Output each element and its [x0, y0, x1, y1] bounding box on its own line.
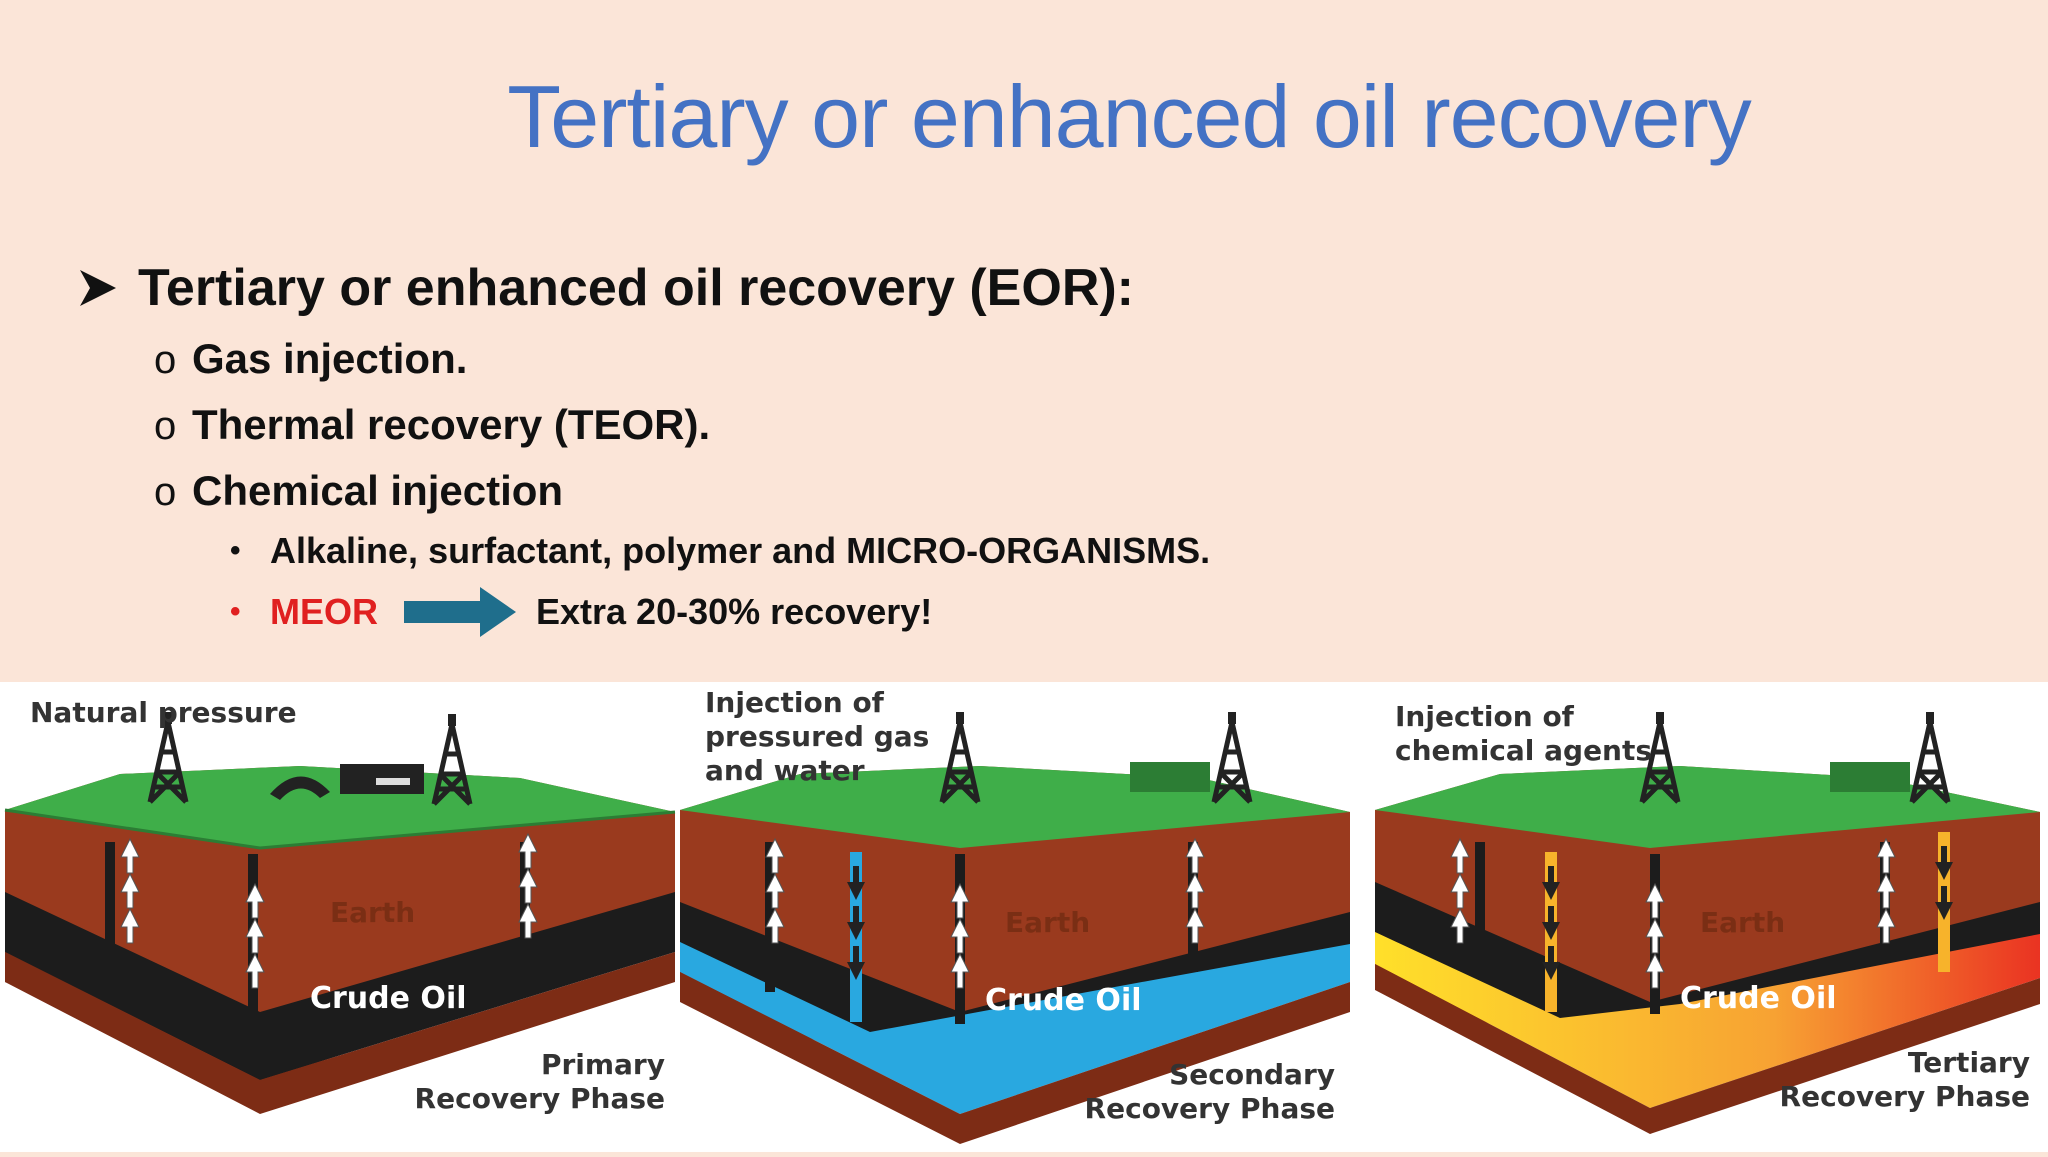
tertiary-oil-label: Crude Oil: [1680, 981, 1837, 1016]
subitem-agents: • Alkaline, surfactant, polymer and MICR…: [230, 530, 1210, 572]
right-arrow-icon: [404, 587, 516, 637]
subitem-meor: • MEOR Extra 20-30% recovery!: [230, 587, 932, 637]
main-bullet-text: Tertiary or enhanced oil recovery (EOR):: [138, 259, 1134, 317]
item-gas-injection: o Gas injection.: [154, 335, 467, 383]
item-chemical-injection: o Chemical injection: [154, 467, 563, 515]
primary-phase-label-1: Primary: [541, 1048, 665, 1081]
tertiary-top-label-1: Injection of: [1395, 700, 1575, 733]
circle-bullet-icon: o: [154, 404, 177, 448]
primary-phase-diagram: Natural pressure Earth Crude Oil Primary…: [4, 696, 676, 1115]
tertiary-phase-diagram: Injection of chemical agents Earth Crude…: [1375, 700, 2040, 1134]
primary-phase-label-2: Recovery Phase: [415, 1082, 665, 1115]
slide-title: Tertiary or enhanced oil recovery: [507, 67, 1752, 166]
secondary-phase-label-2: Recovery Phase: [1085, 1092, 1335, 1125]
tertiary-top-label-2: chemical agents: [1395, 734, 1652, 767]
secondary-top-label-3: and water: [705, 754, 865, 787]
primary-oil-label: Crude Oil: [310, 981, 467, 1016]
item-text: Gas injection.: [192, 335, 468, 382]
secondary-top-label-2: pressured gas: [705, 720, 929, 753]
item-text: Thermal recovery (TEOR).: [192, 401, 711, 448]
secondary-oil-label: Crude Oil: [985, 983, 1142, 1018]
main-bullet: Tertiary or enhanced oil recovery (EOR):: [78, 258, 1134, 318]
secondary-top-label-1: Injection of: [705, 686, 885, 719]
meor-result: Extra 20-30% recovery!: [536, 591, 933, 632]
recovery-phases-illustration: Natural pressure Earth Crude Oil Primary…: [0, 682, 2048, 1152]
circle-bullet-icon: o: [154, 470, 177, 514]
subitem-text: Alkaline, surfactant, polymer and MICRO-…: [270, 530, 1211, 571]
dot-bullet-icon: •: [230, 595, 241, 628]
tertiary-phase-label-2: Recovery Phase: [1780, 1080, 2030, 1113]
circle-bullet-icon: o: [154, 338, 177, 382]
primary-top-label: Natural pressure: [30, 696, 297, 729]
primary-earth-label: Earth: [330, 896, 415, 929]
meor-label: MEOR: [270, 591, 378, 632]
item-text: Chemical injection: [192, 467, 564, 514]
dot-bullet-icon: •: [230, 534, 241, 567]
tertiary-earth-label: Earth: [1700, 906, 1785, 939]
item-thermal-recovery: o Thermal recovery (TEOR).: [154, 401, 710, 449]
secondary-earth-label: Earth: [1005, 906, 1090, 939]
tertiary-phase-label-1: Tertiary: [1908, 1046, 2030, 1079]
arrowhead-bullet-icon: [78, 268, 138, 308]
secondary-phase-label-1: Secondary: [1169, 1058, 1335, 1091]
secondary-phase-diagram: Injection of pressured gas and water Ear…: [680, 686, 1350, 1144]
